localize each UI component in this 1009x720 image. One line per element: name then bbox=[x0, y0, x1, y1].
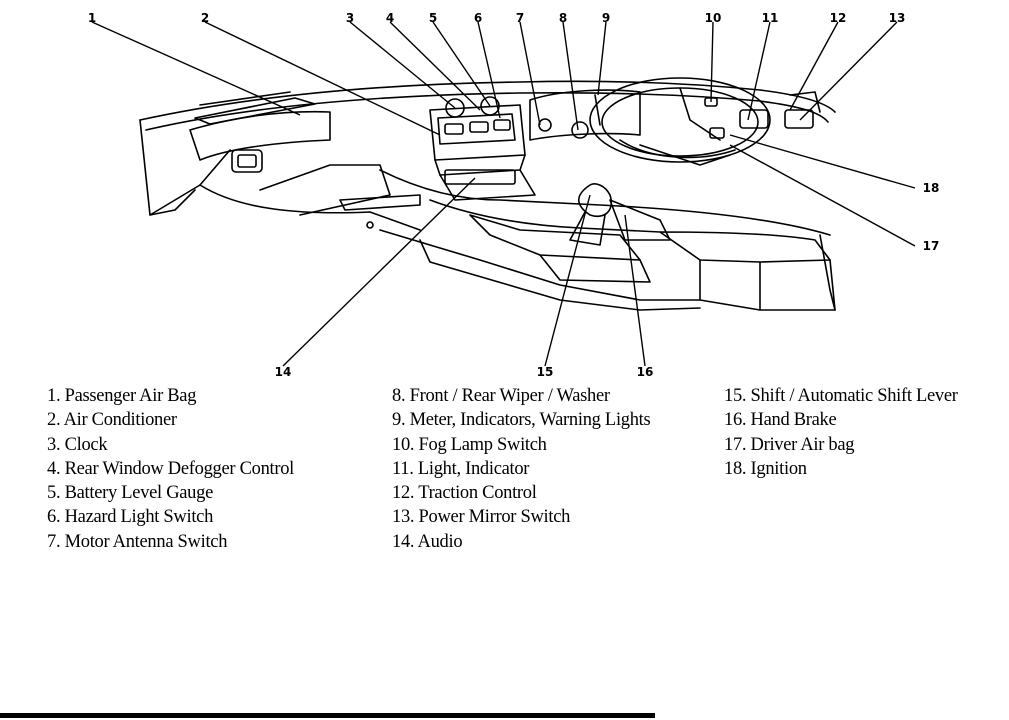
legend-item: 14. Audio bbox=[392, 531, 463, 552]
callout-15: 15 bbox=[537, 365, 554, 379]
legend-column-2: 8. Front / Rear Wiper / Washer 9. Meter,… bbox=[392, 384, 651, 554]
legend-item: 8. Front / Rear Wiper / Washer bbox=[392, 386, 610, 406]
callout-16: 16 bbox=[637, 365, 654, 379]
callout-5: 5 bbox=[429, 11, 437, 25]
dashboard-diagram: 1 2 3 4 5 6 7 8 9 10 11 12 13 18 17 14 1… bbox=[88, 11, 940, 379]
legend-item: 2. Air Conditioner bbox=[47, 410, 177, 431]
callout-2: 2 bbox=[201, 11, 209, 25]
dashboard-drawing bbox=[139, 77, 836, 311]
legend-item: 6. Hazard Light Switch bbox=[47, 507, 214, 528]
legend-item: 12. Traction Control bbox=[392, 483, 537, 504]
callout-4: 4 bbox=[386, 11, 394, 25]
callout-7: 7 bbox=[516, 11, 524, 25]
callout-18: 18 bbox=[923, 181, 940, 195]
callout-6: 6 bbox=[474, 11, 482, 25]
legend-item: 11. Light, Indicator bbox=[392, 458, 530, 479]
legend-item: 9. Meter, Indicators, Warning Lights bbox=[392, 410, 651, 431]
legend-item: 18. Ignition bbox=[724, 458, 807, 479]
legend-item: 17. Driver Air bag bbox=[724, 434, 855, 455]
callout-17: 17 bbox=[923, 239, 940, 253]
callout-11: 11 bbox=[762, 11, 779, 25]
legend-item: 7. Motor Antenna Switch bbox=[47, 531, 228, 552]
callout-14: 14 bbox=[275, 365, 292, 379]
legend-item: 1. Passenger Air Bag bbox=[47, 386, 197, 406]
callout-3: 3 bbox=[346, 11, 354, 25]
legend-column-1: 1. Passenger Air Bag 2. Air Conditioner … bbox=[47, 384, 294, 554]
legend-item: 4. Rear Window Defogger Control bbox=[47, 458, 295, 479]
legend-item: 13. Power Mirror Switch bbox=[392, 507, 571, 528]
callout-10: 10 bbox=[705, 11, 722, 25]
callout-1: 1 bbox=[88, 11, 96, 25]
callout-9: 9 bbox=[602, 11, 610, 25]
callout-numbers: 1 2 3 4 5 6 7 8 9 10 11 12 13 18 17 14 1… bbox=[88, 11, 940, 379]
callout-8: 8 bbox=[559, 11, 567, 25]
legend-item: 15. Shift / Automatic Shift Lever bbox=[724, 386, 958, 406]
legend-item: 5. Battery Level Gauge bbox=[47, 483, 213, 504]
bottom-rule bbox=[0, 713, 655, 718]
callout-12: 12 bbox=[830, 11, 847, 25]
leader-lines bbox=[91, 21, 916, 367]
legend-item: 16. Hand Brake bbox=[724, 410, 837, 431]
legend-item: 10. Fog Lamp Switch bbox=[392, 434, 547, 455]
callout-13: 13 bbox=[889, 11, 906, 25]
legend-column-3: 15. Shift / Automatic Shift Lever 16. Ha… bbox=[724, 384, 958, 481]
legend-item: 3. Clock bbox=[47, 434, 108, 455]
